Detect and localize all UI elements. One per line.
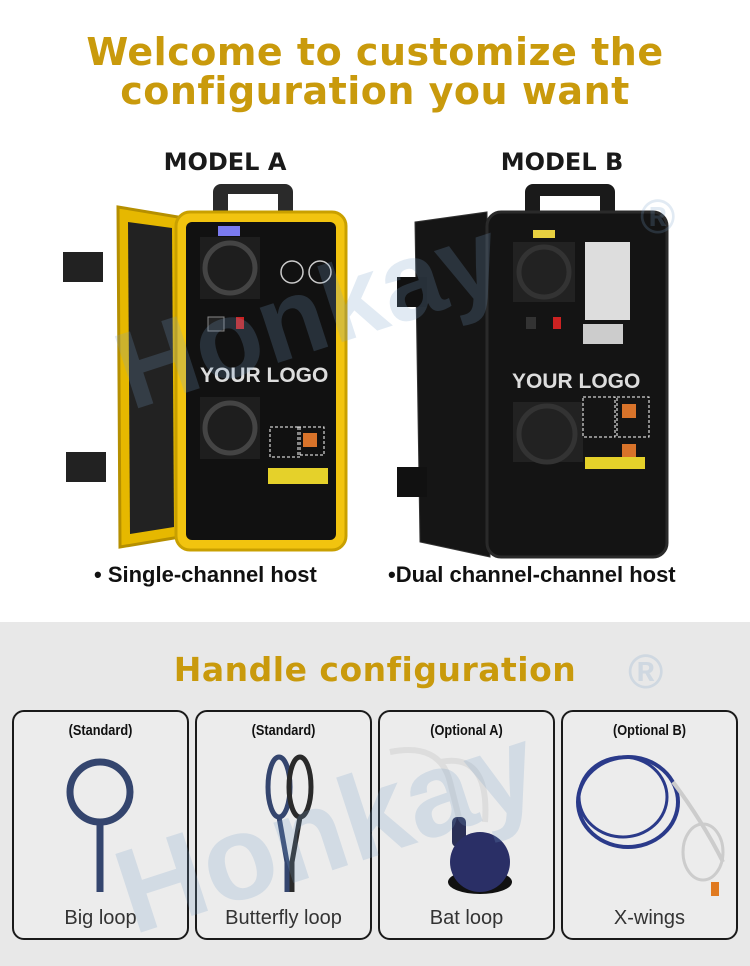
handle-name: Butterfly loop: [225, 907, 342, 929]
handle-section-title: Handle configuration: [173, 650, 577, 689]
handle-tag: (Optional A): [430, 722, 503, 739]
handle-card-bat-loop: (Optional A) Bat loop: [378, 710, 555, 940]
handle-tag: (Optional B): [613, 722, 686, 739]
handle-card-big-loop: (Standard) Big loop: [12, 710, 189, 940]
model-a-logo-placeholder: YOUR LOGO: [200, 364, 329, 387]
butterfly-loop-image: [265, 754, 314, 892]
bullet: •: [388, 562, 396, 587]
model-a-label: MODEL A: [163, 148, 287, 176]
handle-card-x-wings: (Optional B) X-wings: [561, 710, 738, 940]
headline-line-2: configuration you want: [120, 69, 630, 113]
model-a-case-image: [63, 184, 348, 552]
model-b-caption-text: Dual channel-channel host: [395, 562, 676, 587]
handle-card-butterfly-loop: (Standard) Butterfly loop: [195, 710, 372, 940]
model-b-label: MODEL B: [500, 148, 624, 176]
handle-name: X-wings: [613, 907, 686, 929]
bat-loop-image: [389, 747, 512, 894]
handle-name: Big loop: [64, 907, 137, 929]
big-loop-image: [66, 758, 134, 892]
model-b-logo-placeholder: YOUR LOGO: [512, 370, 641, 393]
bullet: •: [94, 562, 102, 587]
handle-tag: (Standard): [251, 722, 316, 739]
x-wings-image: [576, 755, 725, 896]
model-a-caption-text: Single-channel host: [107, 562, 317, 587]
model-a-caption: • Single-channel host: [94, 562, 317, 588]
model-b-case-image: [397, 184, 669, 559]
handle-name: Bat loop: [429, 907, 504, 929]
handle-tag: (Standard): [68, 722, 133, 739]
headline-line-1: Welcome to customize the: [86, 30, 664, 74]
model-b-caption: •Dual channel-channel host: [388, 562, 676, 588]
